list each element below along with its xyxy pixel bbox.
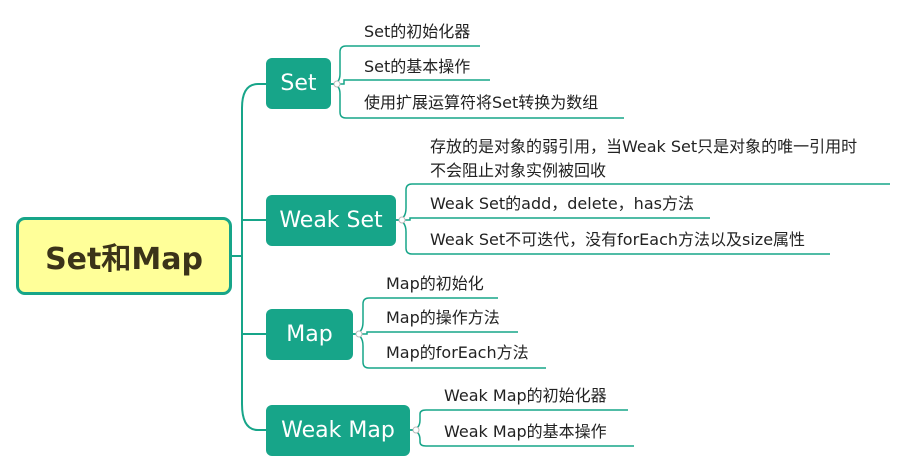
leaf-weak-map-basic-ops[interactable]: Weak Map的基本操作 — [444, 422, 607, 441]
leaf-weak-set-weak-reference-line-1: 存放的是对象的弱引用，当Weak Set只是对象的唯一引用时 — [430, 137, 858, 156]
branch-map-label: Map — [286, 322, 333, 347]
leaf-map-initialization[interactable]: Map的初始化 — [386, 274, 484, 293]
branch-set-label: Set — [280, 71, 317, 96]
leaf-set-basic-ops[interactable]: Set的基本操作 — [364, 57, 471, 76]
branch-map[interactable]: Map — [266, 309, 353, 360]
leaf-map-foreach[interactable]: Map的forEach方法 — [386, 343, 529, 362]
branch-weak-map[interactable]: Weak Map — [266, 405, 410, 456]
leaf-weak-set-methods[interactable]: Weak Set的add，delete，has方法 — [430, 194, 694, 213]
leaf-set-initializer[interactable]: Set的初始化器 — [364, 22, 471, 41]
leaf-map-operations[interactable]: Map的操作方法 — [386, 308, 500, 327]
leaf-set-spread-to-array[interactable]: 使用扩展运算符将Set转换为数组 — [364, 93, 599, 112]
leaf-weak-set-weak-reference[interactable]: 存放的是对象的弱引用，当Weak Set只是对象的唯一引用时 不会阻止对象实例被… — [430, 135, 890, 183]
branch-set[interactable]: Set — [266, 58, 331, 109]
leaf-weak-map-initializer[interactable]: Weak Map的初始化器 — [444, 386, 607, 405]
root-topic-label: Set和Map — [45, 242, 203, 277]
branch-weak-set[interactable]: Weak Set — [266, 195, 396, 246]
branch-weak-set-label: Weak Set — [279, 208, 383, 233]
leaf-weak-set-not-iterable[interactable]: Weak Set不可迭代，没有forEach方法以及size属性 — [430, 230, 806, 249]
root-topic[interactable]: Set和Map — [16, 217, 232, 295]
leaf-weak-set-weak-reference-line-2: 不会阻止对象实例被回收 — [430, 161, 607, 180]
branch-weak-map-label: Weak Map — [281, 418, 395, 443]
